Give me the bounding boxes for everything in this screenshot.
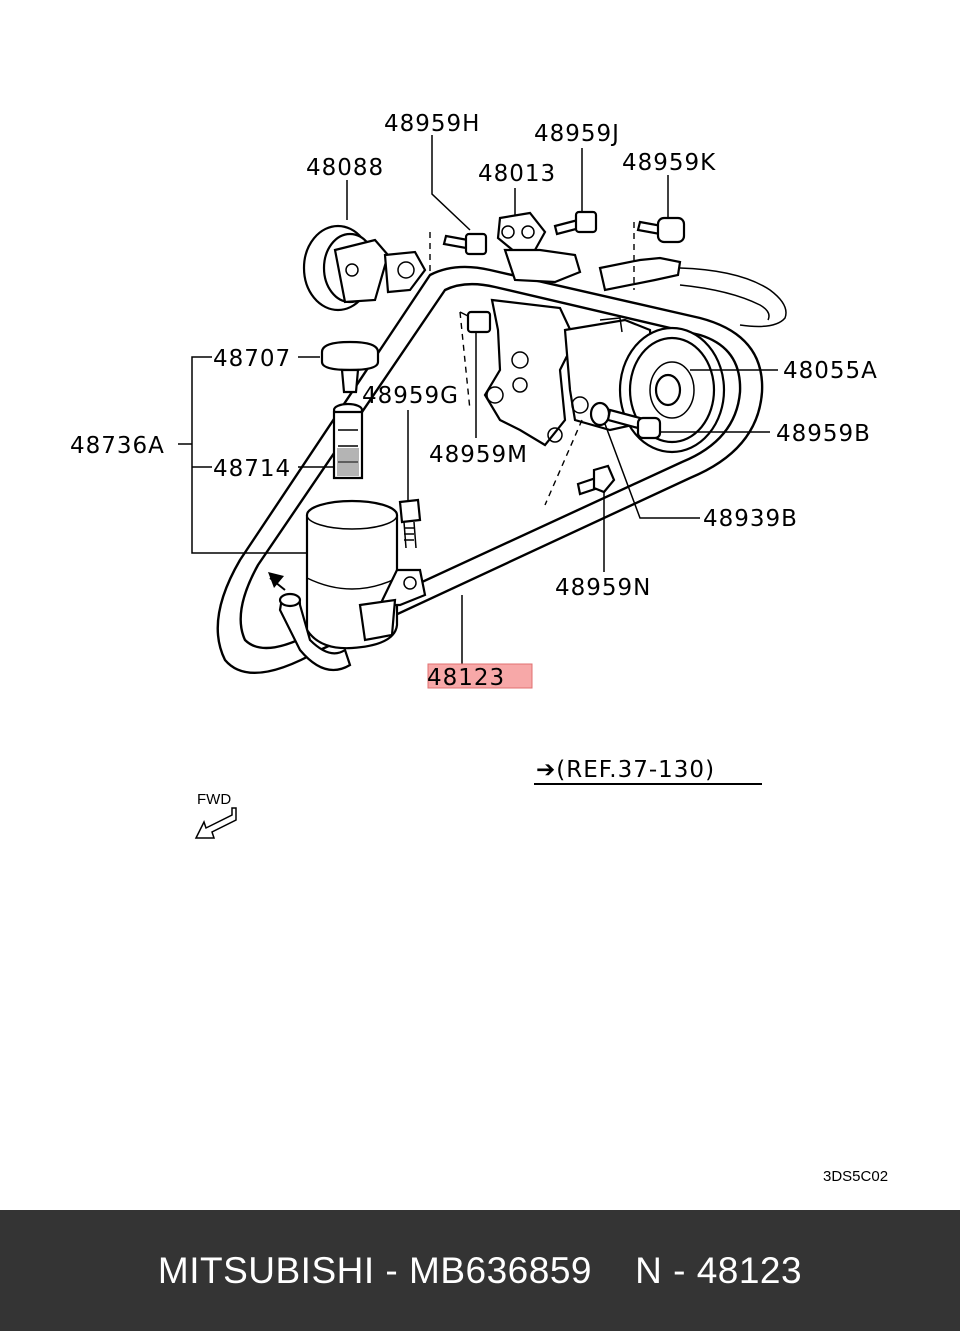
- label-48959H[interactable]: 48959H: [384, 111, 480, 137]
- idler-pulley-48088[interactable]: [302, 224, 427, 312]
- filter-48714[interactable]: [332, 402, 364, 480]
- label-48959B[interactable]: 48959B: [776, 421, 871, 447]
- label-48736A[interactable]: 48736A: [70, 433, 165, 459]
- diagram-code: 3DS5C02: [823, 1168, 888, 1185]
- footer-bar: MITSUBISHI - MB636859 N - 48123: [0, 1210, 960, 1331]
- footer-title: MITSUBISHI - MB636859 N - 48123: [157, 1249, 803, 1291]
- label-48055A[interactable]: 48055A: [783, 358, 878, 384]
- reference-link[interactable]: ➔(REF.37-130): [536, 757, 715, 783]
- label-48714[interactable]: 48714: [213, 456, 291, 482]
- label-48959M[interactable]: 48959M: [429, 442, 528, 468]
- label-48959G[interactable]: 48959G: [362, 383, 459, 409]
- label-48123[interactable]: 48123: [427, 665, 505, 691]
- reservoir-cap-48707[interactable]: [320, 340, 380, 394]
- bolt-48959B[interactable]: [606, 408, 662, 440]
- bracket-48013[interactable]: [496, 211, 582, 284]
- parts-diagram: 48959H 48959J 48088 48013 48959K 48707 4…: [70, 111, 888, 1185]
- label-48959K[interactable]: 48959K: [622, 150, 716, 176]
- label-48707[interactable]: 48707: [213, 346, 291, 372]
- fwd-arrow-icon: [194, 807, 237, 839]
- label-48013[interactable]: 48013: [478, 161, 556, 187]
- bolt-48959H[interactable]: [442, 232, 488, 256]
- bolt-48959N[interactable]: [576, 464, 616, 496]
- bolt-48959J[interactable]: [553, 210, 598, 236]
- leader-lines: [178, 135, 778, 664]
- stud-48959M[interactable]: [459, 310, 492, 334]
- bolt-48959K[interactable]: [636, 216, 686, 244]
- label-48939B[interactable]: 48939B: [703, 506, 798, 532]
- pump-bracket[interactable]: [483, 298, 577, 447]
- fwd-label: FWD: [197, 791, 231, 808]
- highlight-box: [427, 663, 533, 689]
- label-48088[interactable]: 48088: [306, 155, 384, 181]
- bolt-48959G[interactable]: [398, 498, 422, 549]
- washer-48939B[interactable]: [589, 401, 611, 427]
- drive-belt[interactable]: [216, 265, 764, 675]
- label-48959J[interactable]: 48959J: [534, 121, 620, 147]
- label-48959N[interactable]: 48959N: [555, 575, 651, 601]
- dashed-guides: [429, 222, 635, 506]
- fwd-indicator: FWD: [194, 791, 237, 839]
- return-hose: [598, 256, 787, 328]
- flow-arrowhead: [268, 572, 284, 588]
- reservoir-48736A[interactable]: [278, 499, 427, 672]
